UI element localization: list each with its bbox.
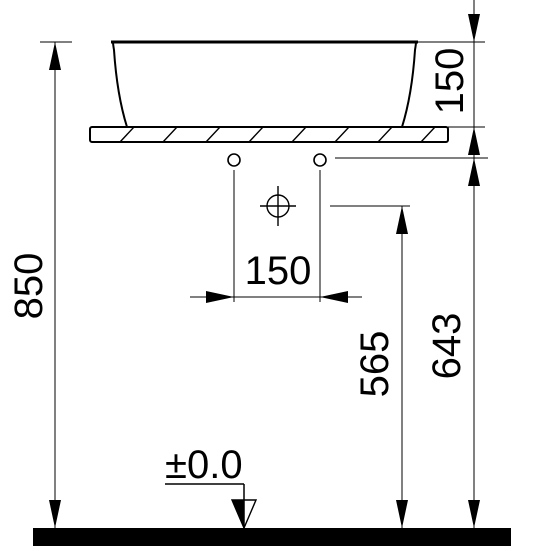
countertop-slab — [89, 126, 449, 143]
total-height-dimension — [40, 41, 72, 528]
basin-bowl — [111, 41, 418, 128]
waste-outlet-crosshair — [260, 186, 296, 226]
tap-spacing-dimension — [190, 291, 362, 303]
floor-level-marker — [165, 483, 258, 530]
basin-height-label: 150 — [428, 48, 472, 115]
supply-connection-left — [227, 153, 241, 167]
total-height-label: 850 — [7, 253, 51, 320]
supply-height-label: 643 — [425, 313, 469, 380]
supply-height-dimension — [335, 157, 488, 528]
waste-height-label: 565 — [353, 331, 397, 398]
tap-spacing-label: 150 — [245, 249, 312, 293]
basin-height-dimension — [418, 0, 485, 158]
floor-line — [33, 528, 511, 546]
supply-connection-right — [313, 153, 327, 167]
floor-level-label: ±0.0 — [165, 443, 243, 487]
waste-height-dimension — [330, 205, 410, 528]
